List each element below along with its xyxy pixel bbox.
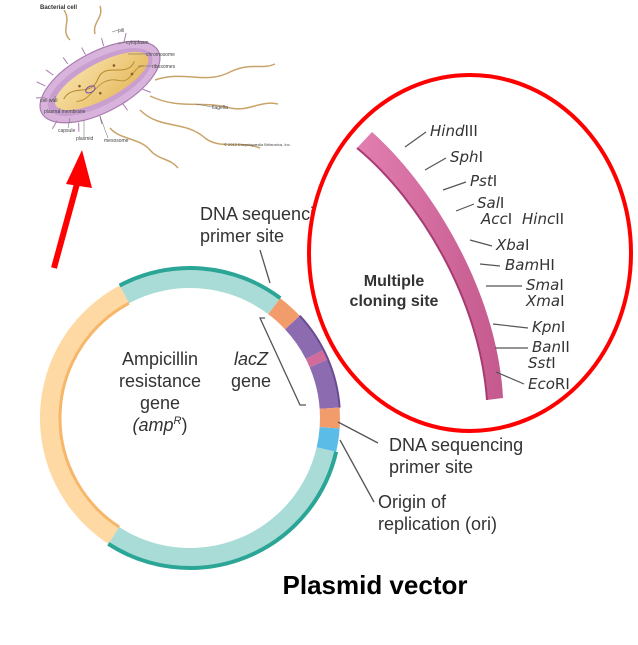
enzyme-label: SstI <box>528 354 556 372</box>
ori-label-line1: Origin of <box>378 492 447 512</box>
primer-top-label-line1: DNA sequencing <box>200 204 334 224</box>
backbone-segment <box>108 447 337 568</box>
lacz-label-line2: gene <box>231 371 271 391</box>
cell-label-plasmid: plasmid <box>76 136 93 142</box>
backbone-outer-edge <box>107 451 339 570</box>
mcs-title-line2: cloning site <box>350 293 439 310</box>
figure-caption: Plasmid vector <box>283 570 468 600</box>
plasmid-ring <box>85 85 96 94</box>
cell-label-pili: pili <box>118 28 124 34</box>
red-arrow <box>51 150 92 269</box>
enzyme-tick <box>442 181 467 191</box>
chromosome-strand <box>63 61 135 100</box>
amp-label-line2: resistance <box>119 371 201 391</box>
cell-label-ribosomes: ribosomes <box>152 64 176 70</box>
lacz-segment-upper <box>285 315 324 359</box>
enzyme-tick <box>455 203 475 212</box>
cell-label-cytoplasm: cytoplasm <box>126 40 149 46</box>
enzyme-tick <box>479 263 501 267</box>
flagellum <box>63 9 71 41</box>
ampicillin-inner-edge <box>58 301 130 529</box>
amp-label-line1: Ampicillin <box>122 349 198 369</box>
primer-bottom-label-line2: primer site <box>389 457 473 477</box>
cell-label-cell-wall: cell wall <box>40 98 58 104</box>
mcs-arc-band <box>357 132 503 400</box>
enzyme-label: XmaI <box>525 292 565 310</box>
flagellum <box>109 127 179 169</box>
cell-label-chromosome: chromosome <box>146 52 175 58</box>
cell-label-plasma-membrane: plasma membrane <box>44 109 86 115</box>
cell-label-capsule: capsule <box>58 128 75 134</box>
cell-copyright: © 2012 Encyclopædia Britannica, Inc. <box>224 142 291 147</box>
enzyme-label: XbaI <box>495 236 529 254</box>
enzyme-tick <box>469 239 493 247</box>
cell-label-mesosome: mesosome <box>104 138 129 144</box>
mcs-segment-on-ring <box>305 349 329 368</box>
amp-label-line4: (ampR) <box>133 415 188 435</box>
ribosome-dot <box>78 84 81 88</box>
enzyme-label: SmaI <box>526 276 564 294</box>
enzyme-label: BamHI <box>505 256 555 274</box>
ampicillin-segment <box>39 285 129 544</box>
ribosome-dot <box>98 91 102 95</box>
primer-top-label-line2: primer site <box>200 226 284 246</box>
amp-label-line3: gene <box>140 393 180 413</box>
enzyme-label: HindIII <box>430 122 478 140</box>
enzyme-label: BanII <box>532 338 570 356</box>
backbone-outer-edge <box>118 266 282 300</box>
ribosome-dot <box>130 72 134 76</box>
primer-bottom-label-line1: DNA sequencing <box>389 435 523 455</box>
mcs-title-line1: Multiple <box>364 273 425 290</box>
enzyme-tick <box>492 323 529 329</box>
enzyme-label: SalI <box>477 194 504 212</box>
enzyme-tick <box>495 371 525 385</box>
enzyme-label: KpnI <box>532 318 565 336</box>
chromosome-strand <box>76 65 144 102</box>
ori-label-line2: replication (ori) <box>378 514 497 534</box>
enzyme-label: SphI <box>450 148 483 166</box>
mcs-arc-edge <box>356 147 488 401</box>
primer-site-top-segment <box>268 298 300 330</box>
cell-label-flagella: flagella <box>212 105 228 111</box>
ori-segment <box>316 427 340 452</box>
enzyme-label: HincII <box>522 210 564 228</box>
primer-site-bottom-segment <box>319 407 340 429</box>
bacterial-cell-title: Bacterial cell <box>40 5 77 11</box>
enzyme-tick <box>404 131 427 148</box>
lacz-outer-edge <box>298 315 341 408</box>
flagellum <box>149 95 279 110</box>
cytoplasm-region <box>55 51 149 111</box>
ribosome-dot <box>112 64 116 67</box>
lacz-label-line1: lacZ <box>234 349 269 369</box>
plasmid-ring-diagram <box>39 266 341 570</box>
flagellum <box>154 63 276 81</box>
flagellum <box>93 5 102 35</box>
enzyme-tick <box>424 157 447 171</box>
bacterial-cell-illustration: Bacterial cell <box>35 5 291 169</box>
enzyme-label: EcoRI <box>528 375 570 393</box>
enzyme-label: AccI <box>480 210 512 228</box>
flagellum <box>139 109 261 149</box>
backbone-segment <box>119 268 281 315</box>
enzyme-label: PstI <box>470 172 497 190</box>
